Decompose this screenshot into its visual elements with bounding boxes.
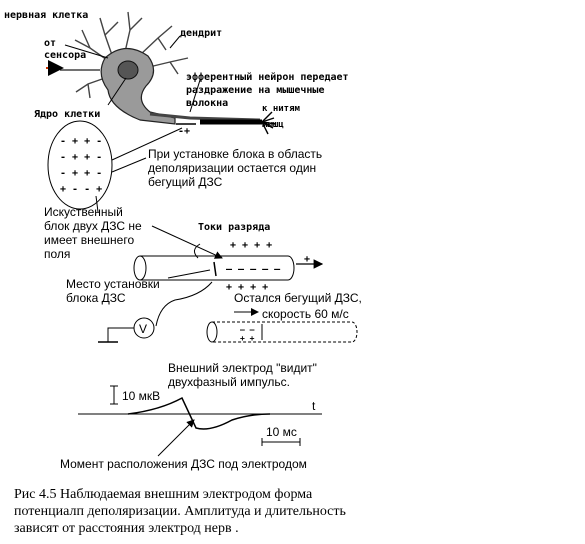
charge-row-4: + - - + <box>60 184 102 195</box>
figure-caption: Рис 4.5 Наблюдаемая внешним электродом ф… <box>14 486 579 537</box>
artificial-block-3: имеет внешнего <box>44 233 134 247</box>
block-desc-3: бегущий ДЗС <box>148 175 223 189</box>
amplitude-scale-bar <box>110 385 118 405</box>
label-to-threads-1: к нитям <box>262 104 301 114</box>
remained-label-1: Остался бегущий ДЗС, <box>234 291 362 305</box>
sees-label-2: двухфазный импульс. <box>168 375 290 389</box>
charge-row-1: - + + - <box>60 136 102 147</box>
label-efferent-3: волокна <box>186 98 228 109</box>
remained-label-2: скорость 60 м/с <box>262 307 349 321</box>
voltmeter-label: V <box>139 322 147 336</box>
charge-row-2: - + + - <box>60 152 102 163</box>
label-to-threads-2: мышц <box>262 120 284 130</box>
biphasic-pulse <box>127 396 271 430</box>
neuron-illustration: -+ <box>46 11 277 137</box>
artificial-block-4: поля <box>44 247 70 261</box>
sees-label-1: Внешний электрод "видит" <box>168 361 317 375</box>
bottom-charges: + + + + <box>226 282 268 293</box>
label-from-sensor-2: сенсора <box>44 50 86 61</box>
time-scale-label: 10 мс <box>266 425 297 439</box>
top-charges: + + + + <box>230 240 272 251</box>
label-dendrite: дендрит <box>180 28 222 39</box>
arrow-charge-label: + <box>304 254 310 265</box>
time-scale-bar <box>261 438 301 446</box>
label-efferent-2: раздражение на мышечные <box>186 85 324 96</box>
charge-row-3: - + + - <box>60 168 102 179</box>
caption-line-2: потенциалп деполяризации. Амплитуда и дл… <box>14 504 346 519</box>
currents-label: Токи разряда <box>198 222 270 233</box>
caption-line-1: Рис 4.5 Наблюдаемая внешним электродом ф… <box>14 487 313 502</box>
axon-segment <box>133 255 295 281</box>
axon-charge-marker: -+ <box>178 126 190 137</box>
label-efferent-1: эфферентный нейрон передает <box>186 71 349 83</box>
label-nerve-cell: нервная клетка <box>4 10 88 21</box>
amplitude-label: 10 мкВ <box>122 389 160 403</box>
charge-block-ellipse <box>47 120 113 210</box>
time-axis-label: t <box>312 399 316 413</box>
remaining-axon-segment: – – + + <box>206 321 358 343</box>
label-from-sensor-1: от <box>44 38 56 49</box>
svg-text:– –: – – <box>240 325 255 334</box>
caption-line-3: зависят от расстояния электрод нерв . <box>14 521 239 536</box>
place-label-2: блока ДЗС <box>66 291 126 305</box>
artificial-block-1: Искуственный <box>44 205 123 219</box>
moment-label: Момент расположения ДЗС под электродом <box>60 457 307 471</box>
block-desc-2: деполяризации остается один <box>148 161 316 175</box>
svg-text:+ +: + + <box>240 334 255 343</box>
label-nucleus: Ядро клетки <box>34 109 100 120</box>
artificial-block-2: блок двух ДЗС не <box>44 219 142 233</box>
place-label-1: Место установки <box>66 277 160 291</box>
mid-charges: – – – – – <box>226 264 281 275</box>
block-desc-1: При установке блока в область <box>148 147 322 161</box>
